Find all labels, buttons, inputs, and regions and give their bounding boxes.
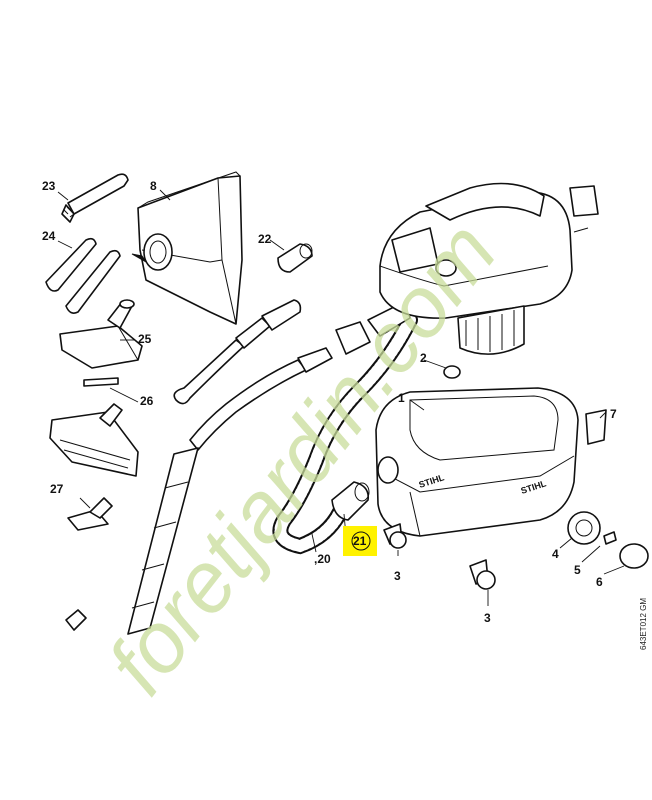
- callout-20[interactable]: ,20: [314, 552, 331, 566]
- callout-23[interactable]: 23: [42, 179, 56, 193]
- part-7-latch[interactable]: [585, 409, 607, 445]
- highlight-box-21: [343, 526, 377, 556]
- callout-labels: 23 8 24 22 25 26 27 ,20 21 2 1 7 3 3 4 5…: [42, 179, 617, 625]
- part-6-hubcap[interactable]: [619, 543, 649, 569]
- part-3-castor-right[interactable]: [469, 559, 496, 590]
- part-8-filter-bag[interactable]: [131, 171, 243, 325]
- clip-part[interactable]: [569, 185, 599, 233]
- part-27-upholstery-nozzle[interactable]: [67, 497, 113, 531]
- callout-3-left[interactable]: 3: [394, 569, 401, 583]
- callout-3-right[interactable]: 3: [484, 611, 491, 625]
- part-4-wheel[interactable]: [567, 511, 601, 545]
- callout-24[interactable]: 24: [42, 229, 56, 243]
- part-2-seal-ring[interactable]: [443, 365, 461, 379]
- part-23-brush[interactable]: [61, 173, 129, 223]
- callout-27[interactable]: 27: [50, 482, 64, 496]
- callout-7[interactable]: 7: [610, 407, 617, 421]
- callout-21[interactable]: 21: [353, 534, 367, 548]
- callout-6[interactable]: 6: [596, 575, 603, 589]
- suction-pipe-assembly[interactable]: [65, 299, 333, 635]
- leader-lines: [57, 189, 625, 606]
- part-3-castor-left[interactable]: [383, 523, 407, 549]
- callout-2[interactable]: 2: [420, 351, 427, 365]
- part-26-insert-strip[interactable]: [83, 377, 119, 387]
- carpet-nozzle[interactable]: [49, 403, 139, 477]
- callout-1[interactable]: 1: [398, 391, 405, 405]
- part-22-coupling[interactable]: [277, 243, 313, 273]
- part-25-floor-nozzle[interactable]: [59, 299, 143, 369]
- highlight-ring-21: [351, 531, 371, 551]
- part-5-axle-screw[interactable]: [603, 531, 617, 545]
- callout-5[interactable]: 5: [574, 563, 581, 577]
- part-1-container[interactable]: [375, 387, 579, 537]
- callout-25[interactable]: 25: [138, 332, 152, 346]
- callout-26[interactable]: 26: [140, 394, 154, 408]
- callout-4[interactable]: 4: [552, 547, 559, 561]
- drawing-code: 643ET012 GM: [639, 598, 648, 650]
- callout-8[interactable]: 8: [150, 179, 157, 193]
- motor-head-unit[interactable]: [379, 182, 573, 355]
- callout-22[interactable]: 22: [258, 232, 272, 246]
- part-24-crevice-nozzles[interactable]: [45, 237, 121, 314]
- part-21-hose-adapter[interactable]: [331, 481, 370, 521]
